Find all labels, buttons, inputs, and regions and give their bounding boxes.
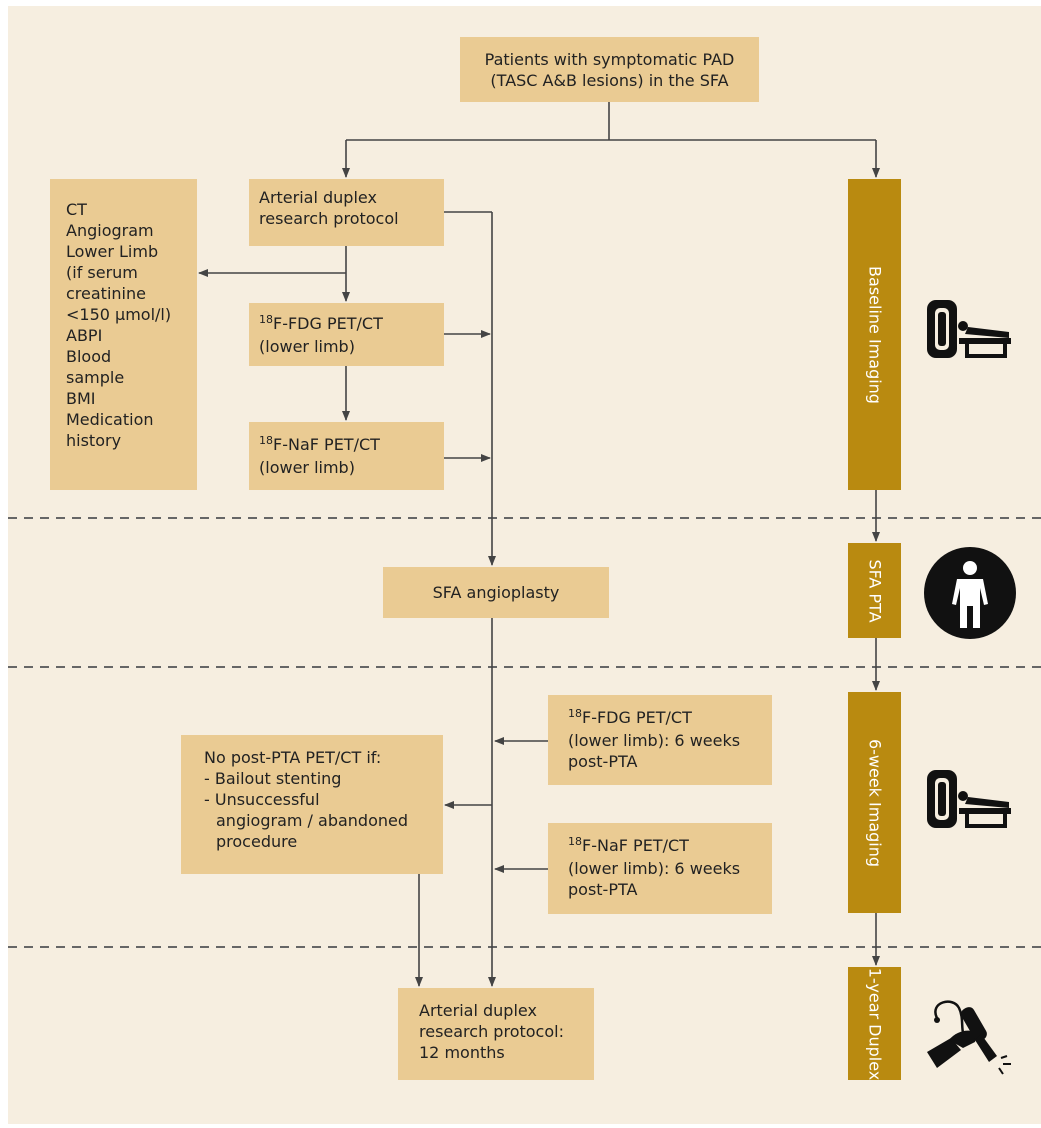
ct-item: Medication — [66, 410, 154, 429]
duplex-ultrasound-probe-icon — [919, 994, 1019, 1082]
isotope-mass-number: 18 — [568, 707, 582, 720]
stage-bar-6-week: 6-week Imaging — [848, 692, 901, 913]
fdg-baseline-name: F-FDG PET/CT — [273, 314, 383, 333]
no-post-pta-box: No post-PTA PET/CT if: - Bailout stentin… — [181, 735, 443, 874]
duplex-research-line-2: research protocol — [259, 209, 399, 228]
pet-ct-scanner-icon — [921, 296, 1016, 364]
fdg-baseline-box: 18F-FDG PET/CT (lower limb) — [249, 303, 444, 366]
ct-item: CT — [66, 200, 87, 219]
naf-6week-line-3: post-PTA — [568, 880, 638, 899]
stage-label-sfa-pta: SFA PTA — [865, 558, 884, 623]
ct-requirements-box: CT Angiogram Lower Limb (if serum creati… — [50, 179, 197, 490]
fdg-baseline-line-1: 18F-FDG PET/CT — [259, 313, 444, 336]
stage-label-1-year: 1-year Duplex — [865, 967, 884, 1080]
fdg-6week-line-3: post-PTA — [568, 752, 638, 771]
sfa-angioplasty-label: SFA angioplasty — [432, 583, 560, 602]
stage-bar-sfa-pta: SFA PTA — [848, 543, 901, 638]
no-post-pta-line: No post-PTA PET/CT if: — [204, 748, 382, 767]
naf-baseline-line-2: (lower limb) — [259, 458, 355, 477]
naf-6week-line-1: 18F-NaF PET/CT — [568, 835, 772, 858]
naf-6week-box: 18F-NaF PET/CT (lower limb): 6 weeks pos… — [548, 823, 772, 914]
ct-item: BMI — [66, 389, 96, 408]
no-post-pta-line: - Unsuccessful — [204, 790, 320, 809]
no-post-pta-line: - Bailout stenting — [204, 769, 342, 788]
stage-bar-1-year: 1-year Duplex — [848, 967, 901, 1080]
duplex-12m-line: research protocol: — [419, 1022, 564, 1041]
ct-item: Blood — [66, 347, 112, 366]
no-post-pta-line: angiogram / abandoned — [216, 811, 409, 830]
isotope-mass-number: 18 — [259, 434, 273, 447]
person-icon — [923, 546, 1017, 640]
ct-item: sample — [66, 368, 125, 387]
stage-bar-baseline: Baseline Imaging — [848, 179, 901, 490]
fdg-baseline-line-2: (lower limb) — [259, 337, 355, 356]
naf-baseline-name: F-NaF PET/CT — [273, 435, 380, 454]
pet-ct-scanner-icon — [921, 766, 1016, 834]
duplex-12m-line: Arterial duplex — [419, 1001, 537, 1020]
stage-label-6-week: 6-week Imaging — [865, 738, 884, 867]
naf-6week-name: F-NaF PET/CT — [582, 836, 689, 855]
ct-item: ABPI — [66, 326, 103, 345]
duplex-12m-box: Arterial duplex research protocol: 12 mo… — [398, 988, 594, 1080]
isotope-mass-number: 18 — [259, 313, 273, 326]
ct-item: Angiogram — [66, 221, 154, 240]
sfa-angioplasty-box: SFA angioplasty — [383, 567, 609, 618]
duplex-12m-line: 12 months — [419, 1043, 505, 1062]
fdg-6week-line-1: 18F-FDG PET/CT — [568, 707, 772, 730]
patients-box: Patients with symptomatic PAD (TASC A&B … — [460, 37, 759, 102]
duplex-research-box: Arterial duplex research protocol — [249, 179, 444, 246]
patients-line-2: (TASC A&B lesions) in the SFA — [490, 70, 729, 90]
fdg-6week-name: F-FDG PET/CT — [582, 708, 692, 727]
fdg-6week-box: 18F-FDG PET/CT (lower limb): 6 weeks pos… — [548, 695, 772, 785]
ct-item: (if serum — [66, 263, 138, 282]
no-post-pta-line: procedure — [216, 832, 298, 851]
ct-item: creatinine — [66, 284, 146, 303]
duplex-research-line-1: Arterial duplex — [259, 188, 377, 207]
stage-label-baseline: Baseline Imaging — [865, 265, 884, 404]
fdg-6week-line-2: (lower limb): 6 weeks — [568, 731, 741, 750]
naf-6week-line-2: (lower limb): 6 weeks — [568, 859, 741, 878]
ct-item: <150 μmol/l) — [66, 305, 172, 324]
ct-item: history — [66, 431, 122, 450]
patients-line-1: Patients with symptomatic PAD — [484, 49, 735, 69]
ct-item: Lower Limb — [66, 242, 159, 261]
isotope-mass-number: 18 — [568, 835, 582, 848]
naf-baseline-box: 18F-NaF PET/CT (lower limb) — [249, 422, 444, 490]
naf-baseline-line-1: 18F-NaF PET/CT — [259, 434, 444, 457]
